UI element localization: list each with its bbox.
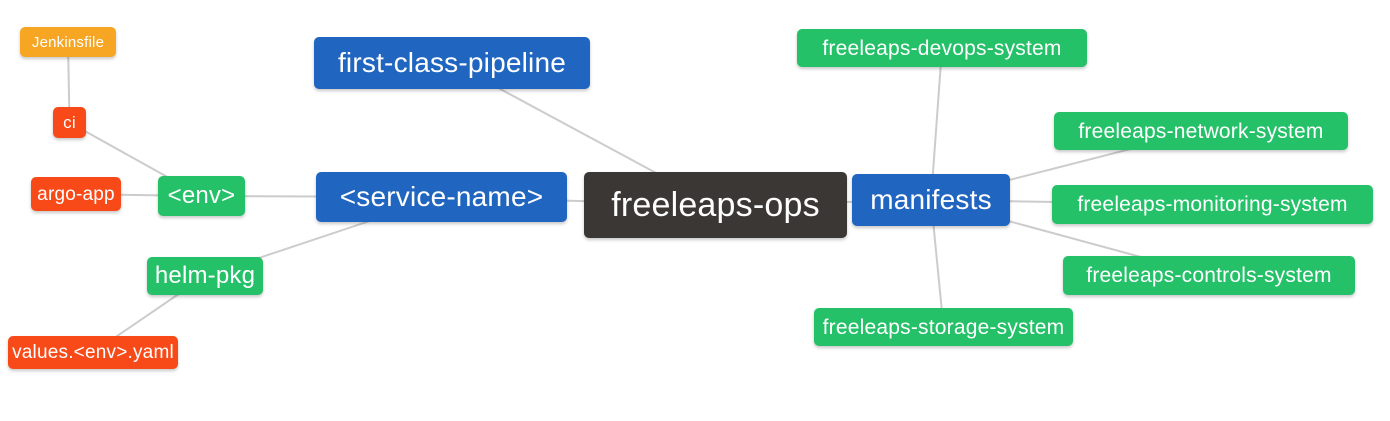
node-service-name[interactable]: <service-name>	[316, 172, 567, 222]
node-network-system[interactable]: freeleaps-network-system	[1054, 112, 1348, 150]
node-storage-system[interactable]: freeleaps-storage-system	[814, 308, 1073, 346]
node-controls-system[interactable]: freeleaps-controls-system	[1063, 256, 1355, 295]
node-ci[interactable]: ci	[53, 107, 86, 138]
node-first-class-pipeline[interactable]: first-class-pipeline	[314, 37, 590, 89]
node-monitoring-system[interactable]: freeleaps-monitoring-system	[1052, 185, 1373, 224]
node-freeleaps-ops[interactable]: freeleaps-ops	[584, 172, 847, 238]
node-env[interactable]: <env>	[158, 176, 245, 216]
node-values-env-yaml[interactable]: values.<env>.yaml	[8, 336, 178, 369]
node-argo-app[interactable]: argo-app	[31, 177, 121, 211]
node-devops-system[interactable]: freeleaps-devops-system	[797, 29, 1087, 67]
node-manifests[interactable]: manifests	[852, 174, 1010, 226]
node-jenkinsfile[interactable]: Jenkinsfile	[20, 27, 116, 57]
node-helm-pkg[interactable]: helm-pkg	[147, 257, 263, 295]
